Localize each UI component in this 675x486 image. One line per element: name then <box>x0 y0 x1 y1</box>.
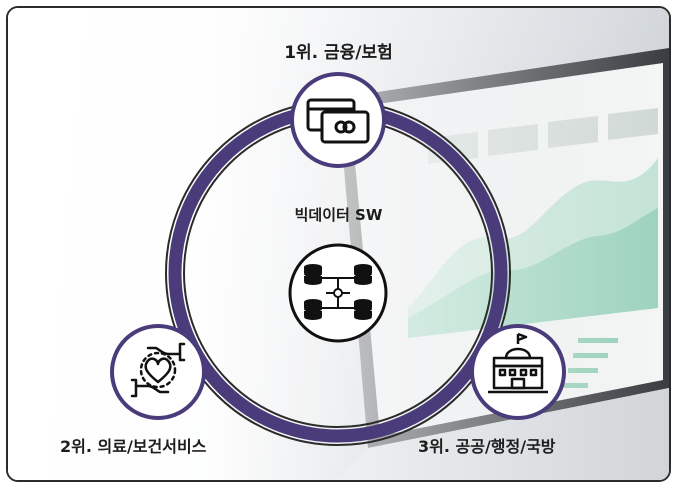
infographic-frame: 1위. 금융/보험 빅데이터 SW 2위. 의료/보건서비스 3위. 공공/행정… <box>6 6 671 482</box>
heart-hands-icon <box>110 324 206 420</box>
database-network-icon <box>288 243 388 343</box>
diagram <box>110 72 566 446</box>
credit-cards-icon <box>290 72 386 168</box>
node-label-public: 3위. 공공/행정/국방 <box>418 437 556 456</box>
node-label-healthcare: 2위. 의료/보건서비스 <box>60 437 207 456</box>
government-building-icon <box>470 324 566 420</box>
center-label: 빅데이터 SW <box>294 206 383 224</box>
node-label-finance: 1위. 금융/보험 <box>284 43 393 63</box>
